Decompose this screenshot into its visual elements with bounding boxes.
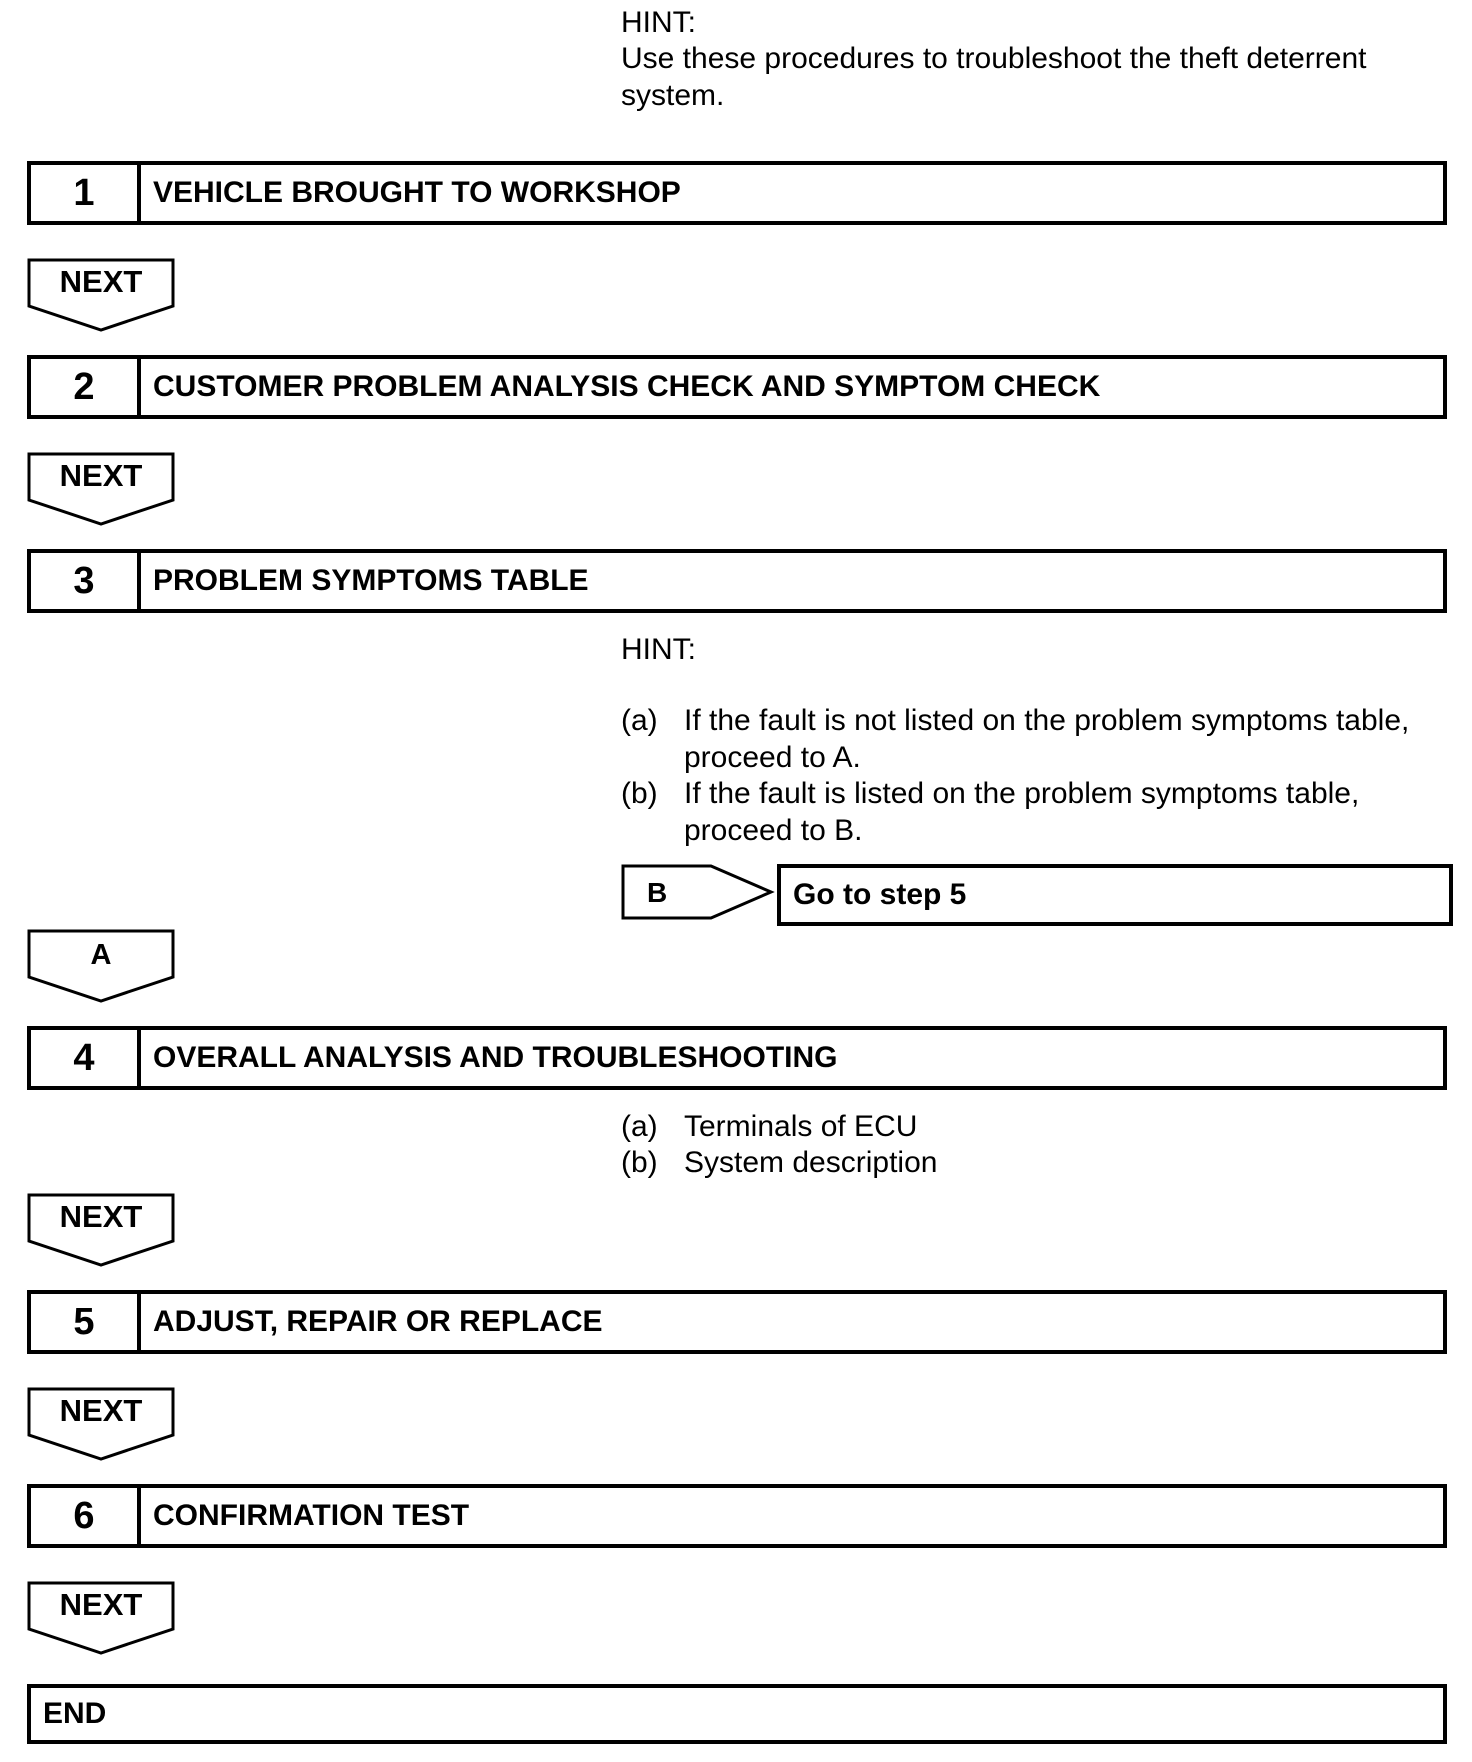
branch-b: B Go to step 5 [621,864,1453,930]
step-title: PROBLEM SYMPTOMS TABLE [153,564,589,597]
next-label: NEXT [59,1587,143,1622]
intro-hint-text: Use these procedures to troubleshoot the… [621,42,1367,112]
list-text: If the fault is listed on the problem sy… [684,777,1360,847]
next-label: NEXT [59,458,143,493]
step-3-box: 3 PROBLEM SYMPTOMS TABLE [27,549,1447,613]
list-text: Terminals of ECU [684,1110,918,1143]
step-title: OVERALL ANALYSIS AND TROUBLESHOOTING [153,1041,838,1074]
next-arrow-3: NEXT [27,1193,175,1267]
step-number: 1 [31,165,141,221]
list-marker: (b) [621,777,658,810]
end-box: END [27,1684,1447,1744]
down-arrow-shape [27,929,175,1003]
branch-a-arrow: A [27,929,175,1003]
step-4-box: 4 OVERALL ANALYSIS AND TROUBLESHOOTING [27,1026,1447,1090]
next-label: NEXT [59,1393,143,1428]
branch-b-target: Go to step 5 [777,864,1453,926]
next-label: NEXT [59,264,143,299]
next-arrow-5: NEXT [27,1581,175,1655]
next-arrow-1: NEXT [27,258,175,332]
next-label: NEXT [59,1199,143,1234]
intro-hint-label: HINT: [621,6,696,39]
down-arrow-shape [27,1581,175,1655]
step-title: ADJUST, REPAIR OR REPLACE [153,1305,603,1338]
step3-hint-label: HINT: [621,633,696,666]
down-arrow-shape [27,452,175,526]
step-number: 5 [31,1294,141,1350]
step-number: 6 [31,1488,141,1544]
next-arrow-2: NEXT [27,452,175,526]
step-5-box: 5 ADJUST, REPAIR OR REPLACE [27,1290,1447,1354]
list-marker: (b) [621,1146,658,1179]
branch-b-label: B [647,877,668,908]
right-arrow-shape [621,864,775,920]
step-title: CONFIRMATION TEST [153,1499,470,1532]
step-number: 3 [31,553,141,609]
step-6-box: 6 CONFIRMATION TEST [27,1484,1447,1548]
next-arrow-4: NEXT [27,1387,175,1461]
step-title: CUSTOMER PROBLEM ANALYSIS CHECK AND SYMP… [153,370,1101,403]
down-arrow-shape [27,1193,175,1267]
step-title: VEHICLE BROUGHT TO WORKSHOP [153,176,681,209]
step-2-box: 2 CUSTOMER PROBLEM ANALYSIS CHECK AND SY… [27,355,1447,419]
branch-a-label: A [90,939,112,971]
list-text: System description [684,1146,938,1179]
list-marker: (a) [621,704,658,737]
step-1-box: 1 VEHICLE BROUGHT TO WORKSHOP [27,161,1447,225]
down-arrow-shape [27,258,175,332]
list-marker: (a) [621,1110,658,1143]
step-number: 2 [31,359,141,415]
step-number: 4 [31,1030,141,1086]
down-arrow-shape [27,1387,175,1461]
list-text: If the fault is not listed on the proble… [684,704,1410,774]
